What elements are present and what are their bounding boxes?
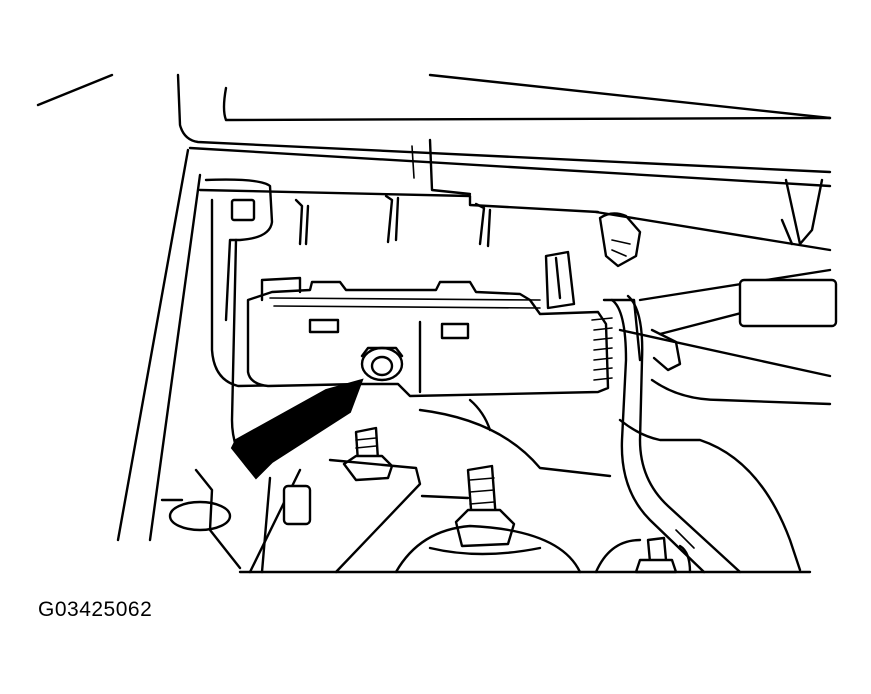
rear-stud (594, 536, 692, 574)
strut-stud (394, 464, 582, 574)
cowl-panel (36, 73, 832, 214)
figure-id-label: G03425062 (38, 598, 153, 621)
pointer-arrow (230, 378, 364, 480)
wiring-harness (610, 294, 742, 574)
module-housing (246, 250, 642, 398)
apron-bracket (230, 198, 256, 222)
right-strut-tower (594, 178, 838, 572)
strut-mount-plate (248, 398, 612, 574)
module-retaining-nut (360, 346, 404, 382)
front-bolt (342, 426, 394, 482)
harness-clips (294, 194, 642, 268)
